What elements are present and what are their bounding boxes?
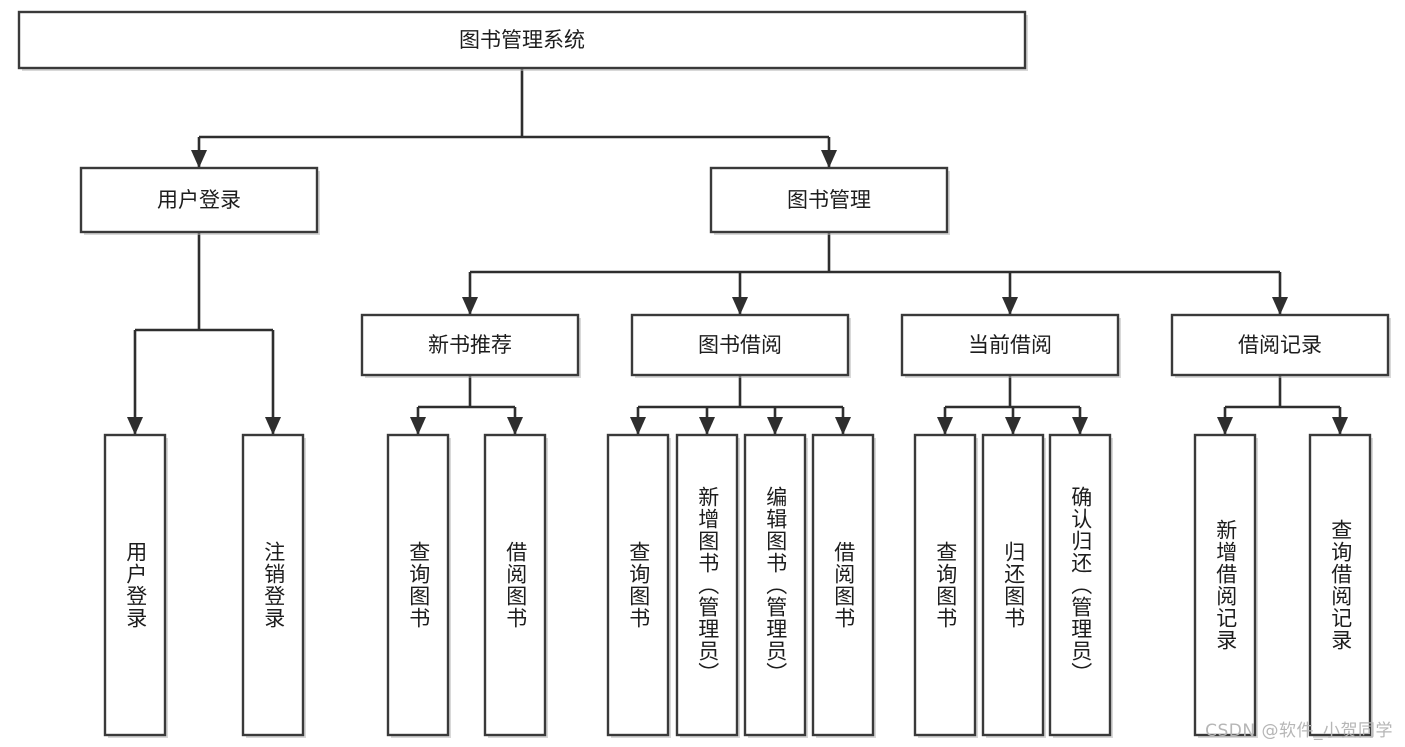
arrow-head-icon <box>410 417 426 435</box>
node-box[interactable] <box>1170 313 1390 377</box>
node-label: 当前借阅 <box>968 333 1052 357</box>
arrow-head-icon <box>1332 417 1348 435</box>
node-box[interactable] <box>79 166 319 234</box>
watermark-text: CSDN @软件_小贺同学 <box>1205 721 1393 741</box>
arrow-head-icon <box>835 417 851 435</box>
arrow-head-icon <box>1002 297 1018 315</box>
connector-layer <box>127 68 1348 435</box>
node-label: 用户登录 <box>157 188 241 212</box>
node-box[interactable] <box>675 433 739 737</box>
arrow-head-icon <box>767 417 783 435</box>
arrow-head-icon <box>1217 417 1233 435</box>
node-box[interactable] <box>17 10 1027 70</box>
node-box[interactable] <box>386 433 450 737</box>
arrow-head-icon <box>191 150 207 168</box>
node-label: 新书推荐 <box>428 333 512 357</box>
node-box[interactable] <box>630 313 850 377</box>
arrow-head-icon <box>732 297 748 315</box>
node-box[interactable] <box>709 166 949 234</box>
node-box[interactable] <box>913 433 977 737</box>
arrow-head-icon <box>265 417 281 435</box>
node-box[interactable] <box>241 433 305 737</box>
arrow-head-icon <box>937 417 953 435</box>
node-box[interactable] <box>483 433 547 737</box>
arrow-head-icon <box>1005 417 1021 435</box>
node-box[interactable] <box>360 313 580 377</box>
node-box[interactable] <box>900 313 1120 377</box>
node-box[interactable] <box>1193 433 1257 737</box>
arrow-head-icon <box>699 417 715 435</box>
arrow-head-icon <box>462 297 478 315</box>
node-box[interactable] <box>606 433 670 737</box>
node-box[interactable] <box>1308 433 1372 737</box>
arrow-head-icon <box>1272 297 1288 315</box>
node-box[interactable] <box>743 433 807 737</box>
arrow-head-icon <box>1072 417 1088 435</box>
arrow-head-icon <box>821 150 837 168</box>
node-box[interactable] <box>811 433 875 737</box>
node-box[interactable] <box>981 433 1045 737</box>
node-label: 图书借阅 <box>698 333 782 357</box>
arrow-head-icon <box>127 417 143 435</box>
arrow-head-icon <box>630 417 646 435</box>
node-label: 借阅记录 <box>1238 333 1322 357</box>
node-box[interactable] <box>103 433 167 737</box>
node-label: 图书管理系统 <box>459 28 585 52</box>
node-box[interactable] <box>1048 433 1112 737</box>
node-box-layer <box>17 10 1391 738</box>
node-label: 图书管理 <box>787 188 871 212</box>
arrow-head-icon <box>507 417 523 435</box>
